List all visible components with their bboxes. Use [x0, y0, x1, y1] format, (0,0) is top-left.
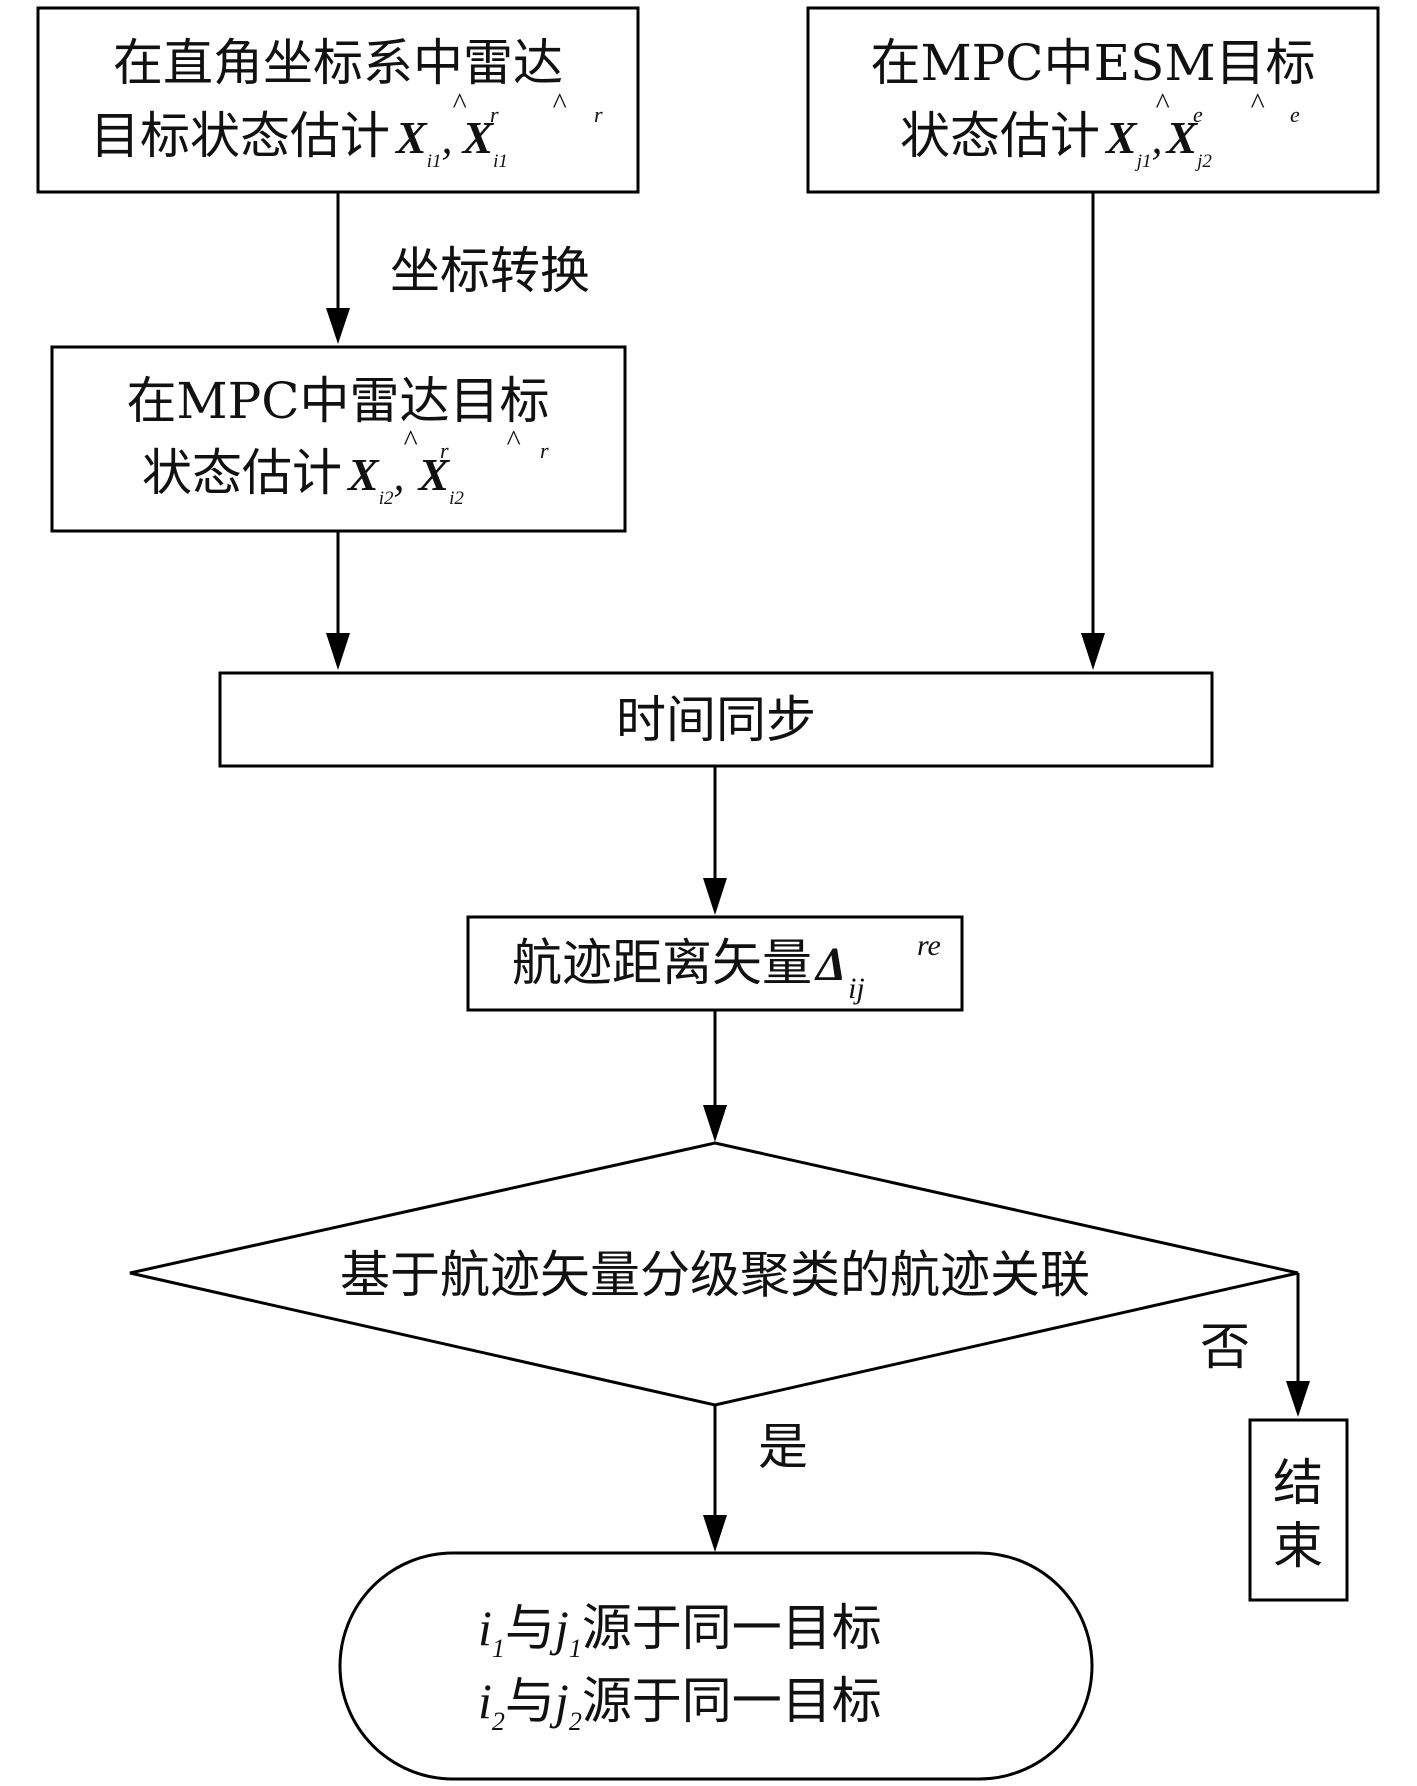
hat-mark: ^ — [403, 424, 418, 457]
sup-mark: re — [917, 929, 941, 962]
hat-mark: ^ — [552, 87, 567, 120]
edge-label-coord-transform: 坐标转换 — [390, 242, 590, 300]
hat-mark: ^ — [506, 424, 521, 457]
node-result-line2: i2与j2源于同一目标 — [478, 1672, 882, 1736]
edge-label-yes: 是 — [758, 1418, 808, 1476]
node-time-sync: 时间同步 — [218, 671, 1214, 768]
node-track-distance-label: 航迹距离矢量Δij — [512, 934, 865, 1005]
node-end: 结 束 — [1248, 1418, 1349, 1602]
edge-sync-to-distance — [703, 766, 727, 915]
edge-esm-to-sync — [1081, 192, 1105, 670]
node-association: 基于航迹矢量分级聚类的航迹关联 — [129, 1141, 1299, 1407]
node-result-line1: i1与j1源于同一目标 — [478, 1599, 882, 1663]
node-radar-mpc-line1: 在MPC中雷达目标 — [126, 372, 549, 430]
node-end-char1: 结 — [1273, 1454, 1323, 1512]
hat-mark: ^ — [1250, 87, 1265, 120]
hat-mark: ^ — [1155, 87, 1170, 120]
sup-mark: e — [1290, 102, 1300, 127]
sup-mark: r — [540, 438, 549, 463]
edge-label-no: 否 — [1200, 1318, 1250, 1376]
node-track-distance: 航迹距离矢量Δij re — [466, 915, 964, 1012]
sup-mark: e — [1193, 102, 1203, 127]
node-association-label: 基于航迹矢量分级聚类的航迹关联 — [340, 1246, 1090, 1304]
edge-coord-transform: 坐标转换 — [326, 192, 590, 344]
edge-no: 否 — [1200, 1273, 1310, 1417]
edge-yes: 是 — [703, 1405, 808, 1552]
sup-mark: r — [490, 102, 499, 127]
node-end-char2: 束 — [1273, 1517, 1323, 1575]
hat-mark: ^ — [452, 87, 467, 120]
node-esm-mpc-line1: 在MPC中ESM目标 — [870, 34, 1315, 92]
sup-mark: r — [594, 102, 603, 127]
sup-mark: r — [440, 438, 449, 463]
node-radar-cartesian-line1: 在直角坐标系中雷达 — [113, 34, 563, 92]
node-time-sync-label: 时间同步 — [616, 691, 816, 749]
edge-distance-to-association — [703, 1010, 727, 1142]
edge-radar-to-sync — [326, 531, 350, 670]
node-result: i1与j1源于同一目标 i2与j2源于同一目标 — [338, 1551, 1094, 1781]
